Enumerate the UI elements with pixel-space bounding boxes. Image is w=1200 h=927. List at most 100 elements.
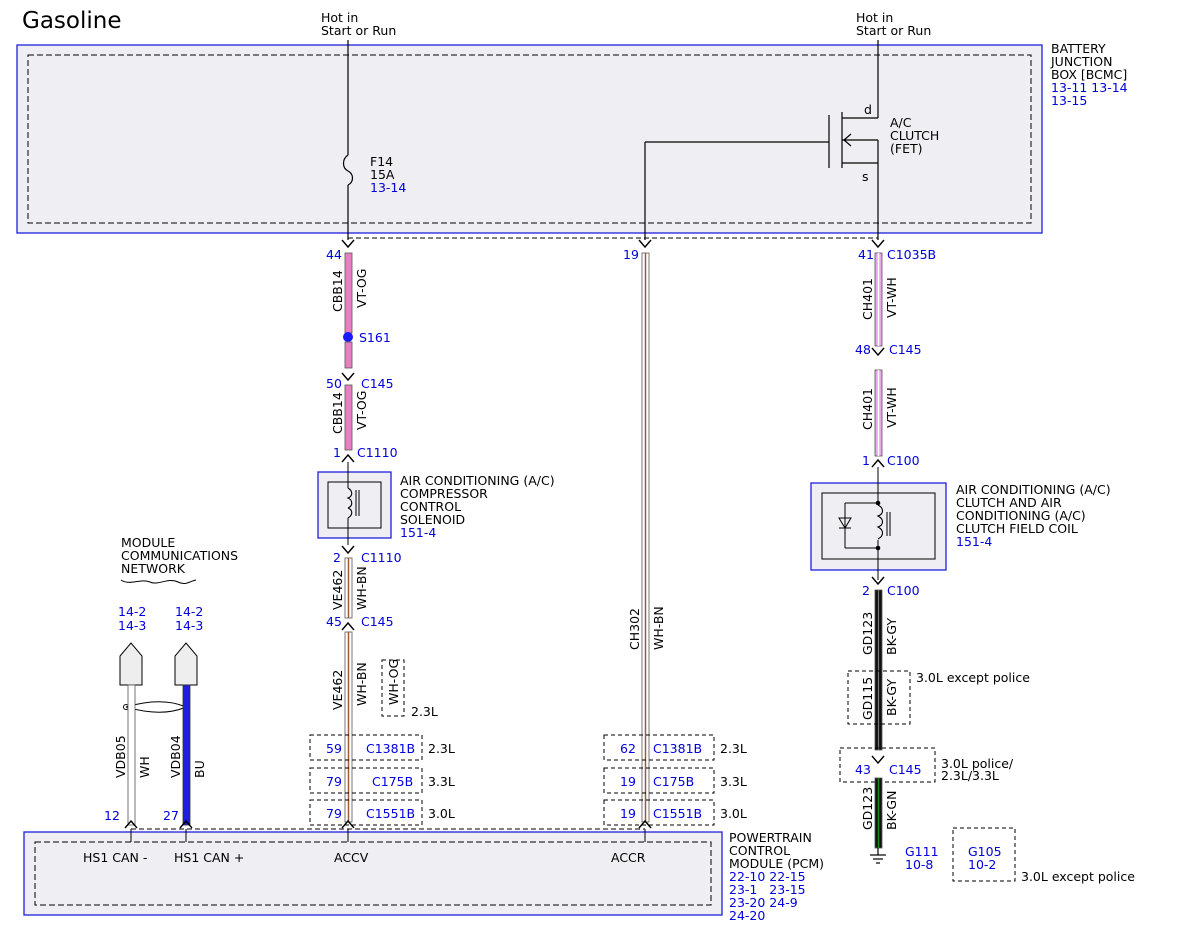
circuit-cbb14-b: CBB14	[330, 392, 345, 434]
pcm-ref-3: 23-20 24-9	[729, 895, 798, 910]
bjb-name-3: BOX [BCMC]	[1051, 67, 1127, 82]
right-variant-2-engine: 3.3L	[720, 774, 747, 789]
clutch-label-4: CLUTCH FIELD COIL	[956, 521, 1078, 536]
right-variant-3-conn: C1551B	[653, 806, 702, 821]
conn-c145-c: C145	[889, 342, 922, 357]
ground-g105-name: G105	[968, 844, 1002, 859]
pin-44: 44	[326, 247, 342, 262]
wire-ch401-lower	[874, 369, 883, 457]
pin-2-c100: 2	[862, 583, 870, 598]
pin-27: 27	[163, 808, 179, 823]
ac-clutch-field-coil	[810, 467, 947, 580]
circuit-ve462-a: VE462	[330, 570, 345, 610]
fet-source: s	[862, 169, 869, 184]
pcm-name-3: MODULE (PCM)	[729, 856, 824, 871]
solenoid-label-4: SOLENOID	[400, 512, 465, 527]
left-variant-2-engine: 3.3L	[428, 774, 455, 789]
right-variant-3-pin: 19	[620, 806, 636, 821]
color-wh-bn-b: WH-BN	[354, 662, 369, 706]
network-label-2: COMMUNICATIONS	[121, 548, 238, 563]
conn-c145-a: C145	[361, 376, 394, 391]
color-wh-bn-a: WH-BN	[354, 566, 369, 610]
pcm-pin-accr: ACCR	[611, 850, 646, 865]
right-variant-1-engine: 2.3L	[720, 741, 747, 756]
circuit-ve462-b: VE462	[330, 670, 345, 710]
pcm-ref-2: 23-1 23-15	[729, 882, 806, 897]
page-title: Gasoline	[22, 8, 121, 34]
circuit-gd123-a: GD123	[860, 612, 875, 655]
wire-vdb05	[127, 684, 136, 826]
fet-label-1: A/C	[890, 115, 912, 130]
wire-ch302	[641, 252, 650, 823]
color-bk-gy-a: BK-GY	[884, 618, 899, 655]
pin-2-c1110: 2	[333, 550, 341, 565]
can-minus-ref-2: 14-3	[118, 618, 146, 633]
pcm-pin-hs1-can-minus: HS1 CAN -	[83, 850, 147, 865]
pin-12: 12	[104, 808, 120, 823]
color-wh: WH	[137, 756, 152, 778]
conn-c1110-a: C1110	[357, 445, 398, 460]
pcm-ref-1: 22-10 22-15	[729, 869, 806, 884]
pin-43: 43	[855, 762, 871, 777]
pcm-name-2: CONTROL	[729, 843, 790, 858]
offpage-connector-can-minus[interactable]	[119, 642, 143, 686]
left-variant-3-conn: C1551B	[366, 806, 415, 821]
fuse-ref: 13-14	[370, 180, 406, 195]
circuit-ch401-a: CH401	[860, 278, 875, 320]
pin-50: 50	[326, 376, 342, 391]
color-bk-gn: BK-GN	[884, 791, 899, 830]
left-variant-1-engine: 2.3L	[428, 741, 455, 756]
pin-41: 41	[858, 247, 874, 262]
circuit-cbb14-a: CBB14	[330, 270, 345, 312]
clutch-label-2: CLUTCH AND AIR	[956, 495, 1062, 510]
solenoid-label-2: COMPRESSOR	[400, 486, 488, 501]
power-left-line2: Start or Run	[321, 23, 396, 38]
left-variant-2-pin: 79	[326, 774, 342, 789]
circuit-ch302: CH302	[627, 608, 642, 650]
fet-label-2: CLUTCH	[890, 128, 939, 143]
color-vt-og-b: VT-OG	[354, 391, 369, 430]
ground-symbol	[870, 848, 886, 864]
clutch-ref: 151-4	[956, 534, 992, 549]
solenoid-ref: 151-4	[400, 525, 436, 540]
wire-ch401-upper	[874, 252, 883, 347]
conn-c145-d: C145	[889, 762, 922, 777]
network-label-3: NETWORK	[121, 561, 186, 576]
solenoid-label-3: CONTROL	[400, 499, 461, 514]
conn-c100-b: C100	[887, 583, 920, 598]
left-variant-1-conn: C1381B	[366, 741, 415, 756]
right-variant-2-pin: 19	[620, 774, 636, 789]
pcm-pin-accv: ACCV	[334, 850, 369, 865]
pcm-connector-variants-right	[603, 734, 715, 826]
pcm-ref-4: 24-20	[729, 908, 765, 923]
c43-note-1: 3.0L police/	[941, 756, 1014, 771]
bjb-name-1: BATTERY	[1051, 41, 1106, 56]
alt-note-23l: 2.3L	[411, 704, 438, 719]
left-variant-3-engine: 3.0L	[428, 806, 455, 821]
ac-clutch-fet	[644, 40, 879, 240]
power-right-line2: Start or Run	[856, 23, 931, 38]
circuit-vdb04: VDB04	[168, 735, 183, 778]
network-label-1: MODULE	[121, 535, 175, 550]
color-bk-gy-b: BK-GY	[884, 679, 899, 716]
fuse-rating: 15A	[370, 167, 395, 182]
clutch-label-1: AIR CONDITIONING (A/C)	[956, 482, 1111, 497]
color-vt-og-a: VT-OG	[354, 269, 369, 308]
powertrain-control-module	[23, 829, 723, 916]
fuse-symbol	[342, 154, 354, 186]
alt-color-wh-og: WH-OG	[386, 659, 401, 705]
wire-gd123-lower	[874, 777, 883, 849]
conn-c1035b: C1035B	[887, 247, 936, 262]
battery-junction-box: BATTERY JUNCTION BOX [BCMC] 13-11 13-14 …	[16, 41, 1128, 234]
can-plus-ref-2: 14-3	[175, 618, 203, 633]
right-variant-2-conn: C175B	[653, 774, 694, 789]
c43-note-2: 2.3L/3.3L	[941, 768, 999, 783]
can-minus-ref-1: 14-2	[118, 604, 146, 619]
offpage-connector-can-plus[interactable]	[174, 642, 198, 686]
conn-c145-b: C145	[361, 614, 394, 629]
right-variant-1-conn: C1381B	[653, 741, 702, 756]
fuse-name: F14	[370, 154, 393, 169]
fet-drain: d	[864, 102, 872, 117]
clutch-label-3: CONDITIONING (A/C)	[956, 508, 1086, 523]
